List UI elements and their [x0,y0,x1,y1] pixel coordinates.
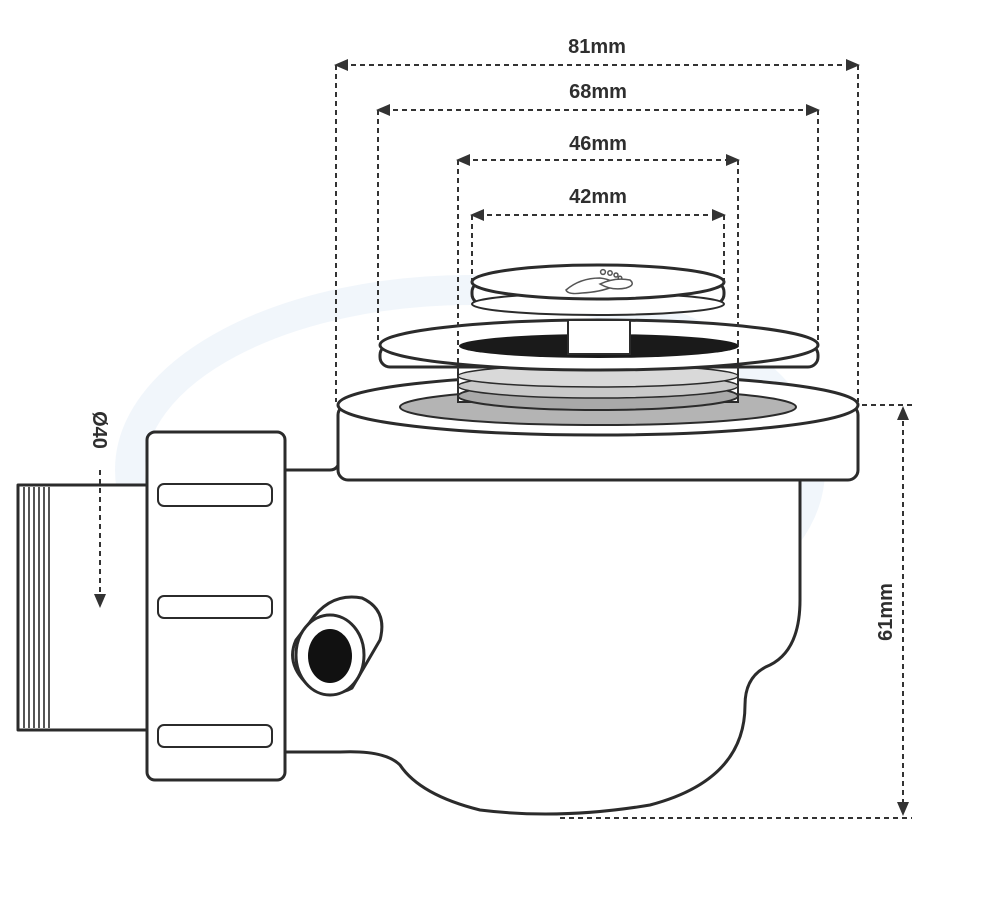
nut-grip [157,724,273,748]
dim-label-61mm: 61mm [875,583,897,641]
footprint-icon [565,268,633,295]
dimension-46mm: 46mm [456,133,740,395]
dim-label-42mm: 42mm [569,186,627,208]
side-port [291,595,384,697]
dimension-42mm: 42mm [470,186,726,285]
dimension-81mm: 81mm [334,36,860,402]
dimension-diameter-40: Ø40 [88,411,110,608]
cap-stem [567,319,631,355]
nut-grip [157,595,273,619]
dim-label-81mm: 81mm [568,36,626,58]
dim-label-diameter-40: Ø40 [88,411,110,449]
dim-label-68mm: 68mm [569,81,627,103]
dimension-61mm: 61mm [560,404,912,819]
dim-label-46mm: 46mm [569,133,627,155]
outlet-pipe [16,483,160,732]
dimension-68mm: 68mm [376,81,820,340]
nut-grip [157,483,273,507]
trap-body [268,418,802,816]
drain-cap [470,263,726,316]
coupling-nut [145,430,287,782]
cover-flange [378,318,820,372]
pipe-thread [23,487,50,728]
